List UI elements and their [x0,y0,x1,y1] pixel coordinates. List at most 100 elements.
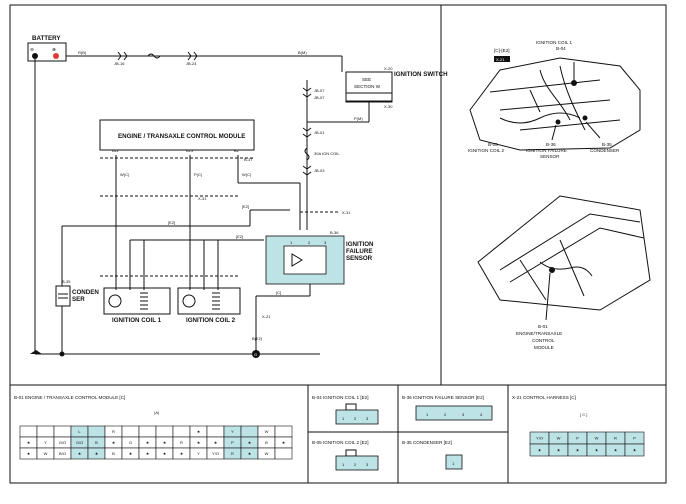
sensor-inner-box [283,245,327,275]
ecm-connector-pin-label: Y/O [212,451,219,456]
coil2-winding [212,292,220,310]
ecm-connector-cell [19,425,38,438]
coil2-box [177,287,241,315]
connector-mark-jb24 [187,51,198,61]
ecm-connector-cell [240,425,259,438]
coil1-pin-3: 3 [366,416,369,421]
ecm-connector-pin-label: ★ [248,451,252,456]
wire-label-pm: P(M) [354,116,363,121]
ecm-connector-pin-label: R [231,451,234,456]
switch-pin-row [345,92,393,102]
sensor-label-3: SENSOR [346,255,373,262]
battery-plus: ⊕ [52,47,56,52]
view-label-module: MODULE [534,345,554,350]
harness-panel-title: X-21 CONTROL HARNESS [C] [512,395,576,400]
view-label-condenser: CONDENSER [590,148,620,153]
conn-jb03: JB-03 [314,168,325,173]
wire-label-e2a: [E2] [168,220,175,225]
ecm-connector-pin-label: B [112,451,115,456]
view-label-failure: IGNITION FAILURE [526,148,567,153]
harness-connector-pin-label: P [576,436,579,441]
conn-jb07b: JB-07 [314,95,325,100]
ecm-connector-pin-label: G/O [76,440,83,445]
ecm-connector-cell [53,425,72,438]
conn-b36: B-36 [330,230,339,235]
condenser-conn-pin-1: 1 [452,461,455,466]
ecm-connector-pin-label: ★ [112,440,116,445]
sensor-conn-body [415,405,493,421]
conn-jb01: JB-01 [314,130,325,135]
view-label-b05: B-05 [488,142,498,147]
ecm-connector-pin-label: ★ [78,451,82,456]
ignition-switch-label: IGNITION SWITCH [394,71,448,78]
sensor-conn-pin-3: 3 [462,412,465,417]
ecm-connector-pin-label: ★ [214,440,218,445]
sensor-label-2: FAILURE [346,248,372,255]
sensor-pin-2: 2 [308,240,311,245]
harness-panel-sub: [ C ] [580,412,587,417]
coil1-conn-latch [345,403,357,411]
view-label-b36: B-36 [546,142,556,147]
conn-mark-jb03 [302,165,312,176]
conn-x21: X-21 [262,314,271,319]
coil2-pin-2: 2 [354,462,357,467]
ecm-connector-pin-label: G/O [59,440,66,445]
sensor-pin-3: 3 [324,240,327,245]
ecm-connector-pin-label: ★ [282,440,286,445]
conn-x31a: X-31 [198,196,207,201]
wire-label-be2: B(E2) [252,336,263,341]
coil1-spark-symbol [108,294,122,308]
coil1-label: IGNITION COIL 1 [112,317,162,324]
conn-jb24: JB-24 [186,61,197,66]
ecm-connector-pin-label: B [95,440,98,445]
ecm-connector-pin-label: ★ [163,451,167,456]
harness-connector-pin-label: ★ [595,448,599,453]
ecm-pin-a13: A13 [186,148,194,153]
ecm-connector-cell [155,425,174,438]
conn-x31b: X-31 [342,210,351,215]
battery-symbol [27,42,67,62]
conn-x20: X-20 [384,66,393,71]
ecm-connector-pin-label: R [180,440,183,445]
conn-jb16: JB-16 [114,61,125,66]
connector-mark-jb16 [117,51,128,61]
ground-g-label: G [254,352,257,357]
view-label-x21-bg [494,56,510,62]
coil2-panel-title: B-05 IGNITION COIL 2 [E2] [312,440,369,445]
condenser-label-2: SER [72,296,85,303]
view-label-ecm: ENGINE/TRANSAXLE [516,331,562,336]
see-label: SEE [362,77,371,82]
ecm-connector-pin-label: P [231,440,234,445]
wire-label-pc: P(C) [194,172,203,177]
coil2-conn-body [335,455,379,471]
ecm-panel-title: B-01 ENGINE / TRANSAXLE CONTROL MODULE [… [14,395,125,400]
see-section-label: SECTION W [354,84,381,89]
wire-label-c: [C] [276,290,281,295]
condenser-conn-body [445,454,463,470]
ecm-connector-pin-label: G [129,440,132,445]
coil2-spark-symbol [182,294,196,308]
ecm-pin-a11: A11 [112,148,120,153]
condenser-label-1: CONDEN [72,289,99,296]
ground-node-condenser [59,351,65,357]
view-label-coil1: IGNITION COIL 1 [536,40,573,45]
view-label-b04: B-04 [556,46,566,51]
sensor-panel-title: B-36 IGNITION FAILURE SENSOR [E2] [402,395,484,400]
ground-symbol-left [30,350,42,354]
wire-label-wc2: W(C) [242,172,252,177]
ecm-connector-pin-label: B/O [59,451,66,456]
wire-label-wc: W(C) [120,172,130,177]
harness-connector-pin-label: P [633,436,636,441]
harness-connector-pin-label: W [557,436,561,441]
condenser-panel-title: B-35 CONDENSER [E2] [402,440,452,445]
view-label-sensor: SENSOR [540,154,560,159]
coil1-panel-title: B-04 IGNITION COIL 1 [E2] [312,395,369,400]
ecm-connector-cell [274,447,293,460]
wire-label-e2b: [E2] [242,204,249,209]
condenser-box [55,285,71,307]
wire-label-bm: B(M) [298,50,307,55]
ecm-pin-b2: B2 [234,148,240,153]
